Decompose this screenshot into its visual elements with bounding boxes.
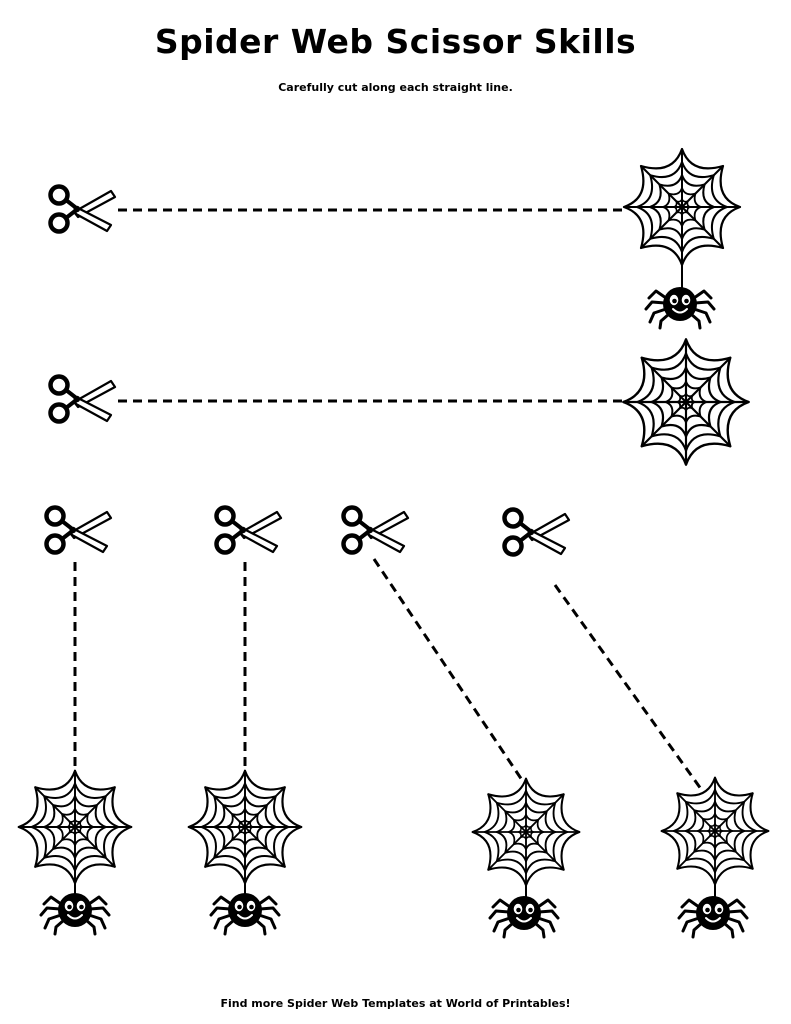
- scissors-icon: [47, 508, 112, 553]
- scissors-icon: [344, 508, 409, 553]
- spider-icon: [677, 894, 749, 939]
- cut-line-column-1: [17, 508, 133, 936]
- spider-icon: [209, 891, 281, 936]
- page-title: Spider Web Scissor Skills: [154, 22, 637, 61]
- spider-icon: [488, 894, 560, 939]
- spider-web-icon: [17, 769, 133, 885]
- cut-line-column-2: [187, 508, 303, 936]
- footer-text: Find more Spider Web Templates at World …: [220, 997, 571, 1010]
- scissors-icon: [505, 510, 570, 555]
- instructions-text: Carefully cut along each straight line.: [278, 81, 513, 94]
- spider-web-icon: [471, 777, 581, 887]
- cut-line-diagonal-2: [505, 510, 770, 939]
- scissors-icon: [51, 377, 116, 422]
- spider-web-icon: [660, 776, 770, 886]
- scissors-icon: [51, 187, 116, 232]
- cut-line-diagonal-1: [344, 508, 581, 939]
- cut-line-row-2: [51, 338, 750, 466]
- dashed-cut-line: [553, 584, 703, 790]
- spider-web-icon: [622, 147, 742, 267]
- dashed-cut-line: [372, 558, 524, 781]
- spider-web-icon: [622, 338, 750, 466]
- spider-web-icon: [187, 769, 303, 885]
- scissors-icon: [217, 508, 282, 553]
- spider-icon: [39, 891, 111, 936]
- cut-line-row-1: [51, 147, 742, 330]
- spider-icon: [644, 285, 716, 330]
